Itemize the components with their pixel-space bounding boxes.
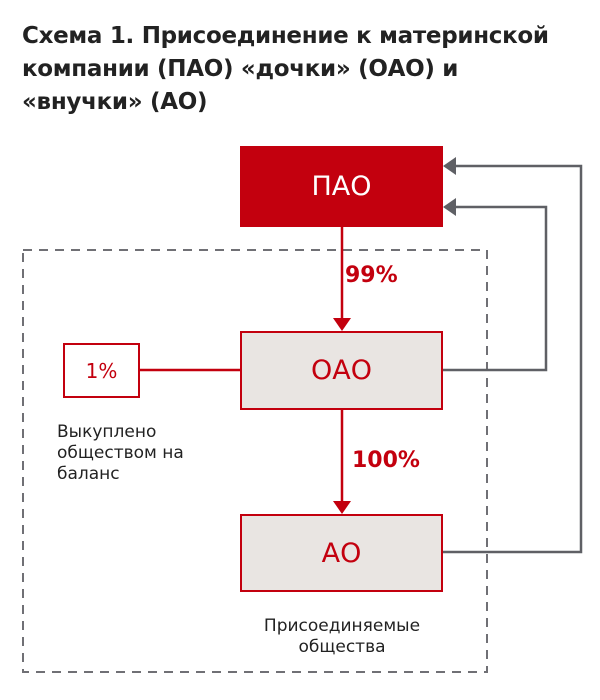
node-ao: АО	[240, 514, 443, 592]
merged-note: Присоединяемые общества	[263, 616, 421, 657]
arrow-down-icon	[333, 318, 351, 331]
edge-label-pao-oao: 99%	[345, 263, 398, 288]
arrow-left-icon	[443, 157, 456, 175]
node-oao: ОАО	[240, 331, 443, 410]
node-buyback: 1%	[63, 343, 140, 398]
oao-to-pao-line	[443, 205, 548, 372]
arrow-left-icon	[443, 198, 456, 216]
edge-label-oao-ao: 100%	[352, 448, 420, 473]
arrow-down-icon	[333, 501, 351, 514]
diagram-title: Схема 1. Присоединение к материнской ком…	[22, 23, 549, 115]
node-pao: ПАО	[240, 146, 443, 227]
merged-companies-group	[22, 249, 488, 673]
ao-to-pao-line	[443, 164, 583, 554]
buyback-note: Выкуплено обществом на баланс	[57, 422, 184, 484]
